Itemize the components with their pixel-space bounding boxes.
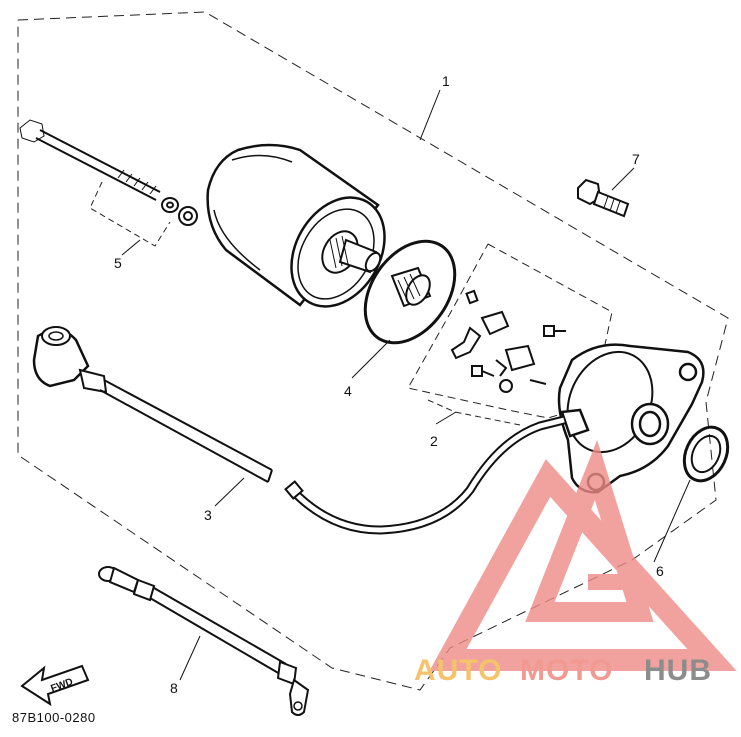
brush-group-boundary <box>407 243 613 419</box>
lead-wire <box>284 415 566 535</box>
commutator <box>390 266 432 308</box>
callout-4: 4 <box>344 383 352 399</box>
mounting-bolt <box>577 178 630 218</box>
callout-5: 5 <box>114 255 122 271</box>
bracket-part-5 <box>89 181 171 247</box>
callout-6: 6 <box>656 563 664 579</box>
bracket-part-2 <box>427 399 521 426</box>
brush-holder-parts <box>450 289 566 393</box>
starter-motor-yoke <box>206 143 386 308</box>
watermark-text-moto: MOTO <box>520 654 613 687</box>
starter-end-cover <box>557 343 705 494</box>
watermark-text-hub: HUB <box>644 654 712 687</box>
callout-1: 1 <box>442 73 450 89</box>
fwd-arrow <box>20 664 90 707</box>
starter-cable <box>32 326 273 483</box>
drawing-code: 87B100-0280 <box>12 710 96 725</box>
washers <box>161 197 198 226</box>
o-ring <box>363 239 457 345</box>
armature-shaft <box>321 230 382 274</box>
battery-cable <box>98 566 310 716</box>
watermark-text-auto: AUTO <box>414 654 502 687</box>
through-bolt <box>19 119 161 201</box>
callout-2: 2 <box>430 433 438 449</box>
callout-3: 3 <box>204 507 212 523</box>
watermark-logo-icon <box>429 439 737 671</box>
seal-ring <box>682 425 730 483</box>
callout-7: 7 <box>632 151 640 167</box>
callout-8: 8 <box>170 680 178 696</box>
leader-lines <box>121 89 691 681</box>
